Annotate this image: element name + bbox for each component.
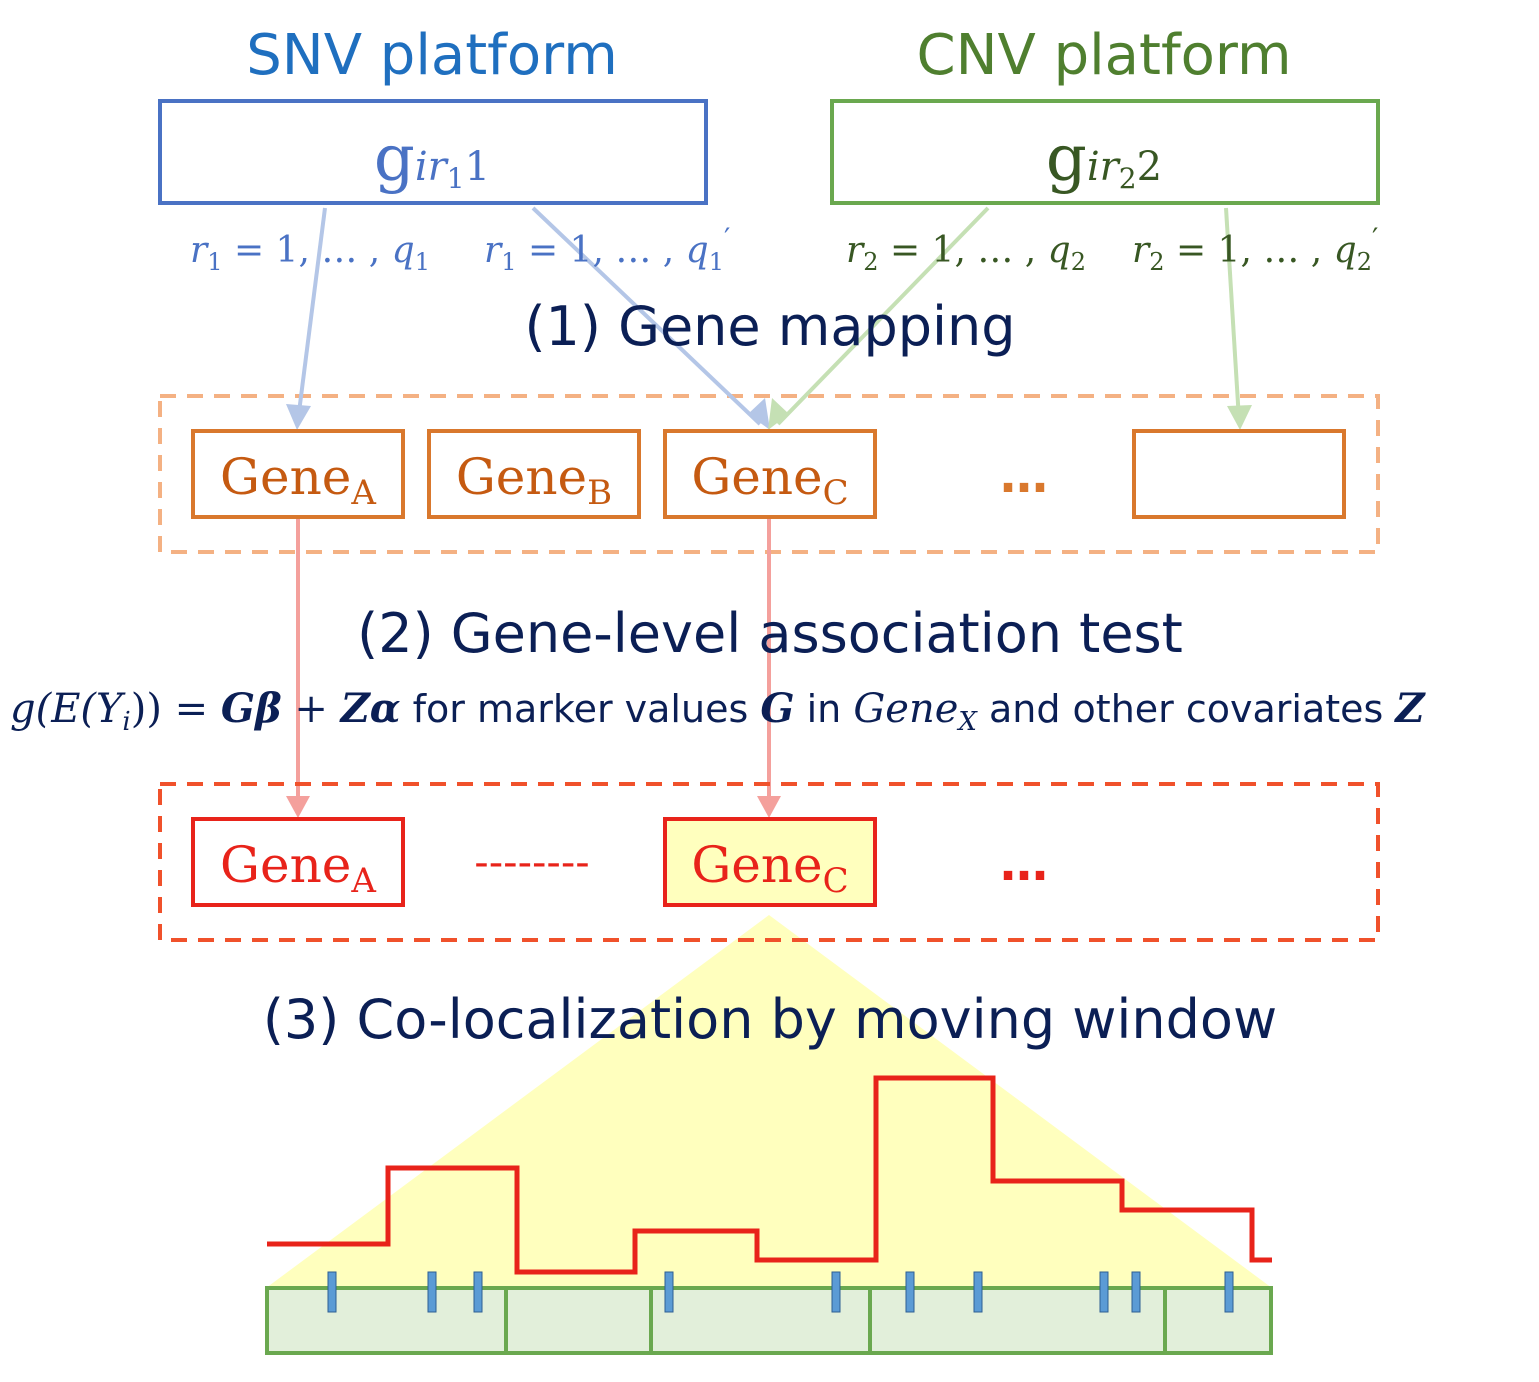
cnv-range-left: r2 = 1, … , q2 bbox=[846, 230, 1086, 276]
window-marker bbox=[1099, 1271, 1109, 1313]
test-arrowhead-a bbox=[286, 796, 310, 818]
significant-genes-dashes: -------- bbox=[474, 840, 589, 886]
mapped-genes-ellipsis: … bbox=[1000, 448, 1048, 504]
window-statistic-profile bbox=[267, 1075, 1272, 1275]
snv-platform-title: SNV platform bbox=[246, 23, 618, 88]
window-marker bbox=[427, 1271, 437, 1313]
significant-gene-c-label: GeneC bbox=[691, 836, 848, 901]
step-3-title: (3) Co-localization by moving window bbox=[263, 988, 1277, 1051]
significant-gene-a-label: GeneA bbox=[220, 836, 376, 901]
snv-range-left: r1 = 1, … , q1 bbox=[190, 230, 430, 276]
cnv-platform-title: CNV platform bbox=[916, 23, 1291, 88]
step-2-title: (2) Gene-level association test bbox=[357, 602, 1183, 665]
mapped-gene-a-label: GeneA bbox=[220, 448, 376, 513]
window-marker bbox=[1224, 1271, 1234, 1313]
cnv-marker-symbol: gir22 bbox=[1046, 122, 1162, 196]
window-segment-5 bbox=[1163, 1286, 1273, 1355]
window-marker bbox=[905, 1271, 915, 1313]
snv-mapping-arrowhead-a bbox=[286, 404, 311, 430]
mapped-gene-c-label: GeneC bbox=[691, 448, 848, 513]
significant-genes-ellipsis: … bbox=[1000, 836, 1048, 892]
mapped-gene-b-box bbox=[427, 429, 641, 519]
mapped-gene-empty-box bbox=[1132, 429, 1346, 519]
snv-marker-symbol: gir11 bbox=[374, 122, 490, 196]
cnv-mapping-arrow-d bbox=[1224, 207, 1241, 421]
cnv-mapping-arrowhead-d bbox=[1227, 405, 1252, 430]
zoom-triangle bbox=[266, 915, 1272, 1288]
significant-gene-a-box bbox=[191, 817, 405, 907]
window-marker bbox=[973, 1271, 983, 1313]
mapped-gene-b-label: GeneB bbox=[456, 448, 612, 513]
cnv-range-right: r2 = 1, … , q2′ bbox=[1132, 222, 1378, 276]
window-marker bbox=[1131, 1271, 1141, 1313]
cnv-mapping-arrow-c bbox=[776, 206, 990, 426]
significant-genes-region bbox=[158, 782, 1380, 942]
window-marker bbox=[664, 1271, 674, 1313]
snv-mapping-arrowhead-c bbox=[748, 398, 770, 430]
snv-platform-box bbox=[158, 99, 708, 205]
window-marker bbox=[473, 1271, 483, 1313]
window-segment-2 bbox=[504, 1286, 653, 1355]
snv-mapping-arrow-a bbox=[296, 207, 327, 421]
mapped-gene-c-box bbox=[663, 429, 877, 519]
model-equation: g(E(Yi)) = Gβ + Zα for marker values G i… bbox=[10, 685, 1426, 737]
window-segment-4 bbox=[868, 1286, 1167, 1355]
snv-mapping-arrow-c bbox=[531, 206, 762, 426]
cnv-mapping-arrowhead-c bbox=[768, 398, 789, 430]
significant-gene-c-box bbox=[663, 817, 877, 907]
test-arrowhead-c bbox=[757, 796, 781, 818]
cnv-platform-box bbox=[830, 99, 1380, 205]
snv-range-right: r1 = 1, … , q1′ bbox=[484, 222, 730, 276]
mapped-gene-a-box bbox=[191, 429, 405, 519]
window-marker bbox=[831, 1271, 841, 1313]
step-1-title: (1) Gene mapping bbox=[524, 295, 1015, 358]
window-marker bbox=[327, 1271, 337, 1313]
window-segment-1 bbox=[265, 1286, 508, 1355]
